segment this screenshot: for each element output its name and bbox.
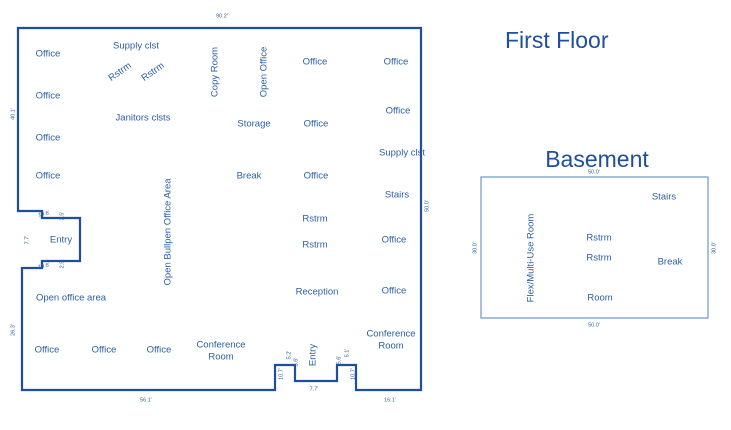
room-office-e3: Office xyxy=(382,235,407,246)
room-office-e2: Office xyxy=(386,106,411,117)
dim-entry-notch-depth: 7.7' xyxy=(24,236,30,245)
room-rstrm-b2: Rstrm xyxy=(586,253,611,264)
room-conference-room-2-line1: Conference xyxy=(366,329,415,340)
room-conference-room-2-line2: Room xyxy=(378,341,403,352)
dim-south-entry-left-small2: 5.6' xyxy=(293,358,299,367)
room-copy-room: Copy Room xyxy=(210,47,221,97)
first-floor-title: First Floor xyxy=(505,27,609,53)
room-conference-room-1-line1: Conference xyxy=(196,340,245,351)
room-flex-multi-use: Flex/Multi-Use Room xyxy=(526,214,537,303)
basement-dim-right-height: 30.0' xyxy=(711,242,717,254)
room-office-c1: Office xyxy=(303,57,328,68)
room-supply-clst-e: Supply clst xyxy=(379,148,425,159)
room-break-mid: Break xyxy=(237,171,262,182)
room-rstrm-nw-2: Rstrm xyxy=(139,60,166,84)
room-open-office: Open Office xyxy=(259,47,270,98)
dim-entry-notch-top: 10.6' xyxy=(38,210,51,218)
room-office-e4: Office xyxy=(382,286,407,297)
room-break-basement: Break xyxy=(658,257,683,268)
room-office-s3: Office xyxy=(147,345,172,356)
room-office-s2: Office xyxy=(92,345,117,356)
room-rstrm-c2: Rstrm xyxy=(302,240,327,251)
dim-entry-notch-small-a: 2.5' xyxy=(59,212,65,221)
room-janitors-clsts: Janitors clsts xyxy=(116,113,171,124)
basement-dim-top-width: 50.0' xyxy=(588,169,600,175)
dim-right-height: 50.0' xyxy=(424,200,430,212)
basement-title: Basement xyxy=(545,146,649,172)
dim-top-width: 90.2' xyxy=(216,13,228,19)
dim-south-entry-left-small: 5.2' xyxy=(286,351,292,360)
room-office-w1: Office xyxy=(36,49,61,60)
room-storage: Storage xyxy=(237,119,270,130)
room-rstrm-nw-1: Rstrm xyxy=(106,60,133,84)
room-office-w2: Office xyxy=(36,91,61,102)
room-open-office-area: Open office area xyxy=(36,293,107,304)
room-stairs-basement: Stairs xyxy=(652,192,677,203)
basement-dim-bottom-width: 50.0' xyxy=(588,322,600,328)
room-rstrm-b1: Rstrm xyxy=(586,233,611,244)
dim-left-upper-height: 40.1' xyxy=(10,108,16,120)
room-reception: Reception xyxy=(296,287,339,298)
room-office-w4: Office xyxy=(36,171,61,182)
dim-left-lower-height: 26.3' xyxy=(10,324,16,336)
room-rstrm-c1: Rstrm xyxy=(302,214,327,225)
room-room-basement: Room xyxy=(587,293,612,304)
room-entry-south: Entry xyxy=(308,344,319,366)
room-entry-west: Entry xyxy=(50,235,72,246)
dim-bottom-left-width: 56.1' xyxy=(140,397,152,403)
room-stairs-first: Stairs xyxy=(385,190,410,201)
dim-south-entry-right-depth: 10.7' xyxy=(350,368,356,380)
dim-south-entry-width: 7.7' xyxy=(310,386,319,392)
basement-dim-left-height: 30.0' xyxy=(472,242,478,254)
basement-outer-wall xyxy=(480,176,709,319)
first-floor-outer-wall xyxy=(16,26,423,392)
dim-south-entry-left-depth: 10.7' xyxy=(278,368,284,380)
room-open-bullpen: Open Bullpen Office Area xyxy=(163,178,174,286)
room-conference-room-1-line2: Room xyxy=(208,352,233,363)
dim-entry-notch-bottom: 10.6' xyxy=(38,262,51,270)
room-office-e1: Office xyxy=(384,57,409,68)
dim-entry-notch-small-b: 2.5' xyxy=(59,260,65,269)
room-office-c2: Office xyxy=(304,119,329,130)
room-office-s1: Office xyxy=(35,345,60,356)
room-office-c3: Office xyxy=(304,171,329,182)
dim-bottom-right-width: 16.1' xyxy=(384,397,396,403)
room-supply-clst-nw: Supply clst xyxy=(113,41,159,52)
dim-south-entry-right-small2: 5.1' xyxy=(344,349,350,358)
dim-south-entry-right-small: 5.6' xyxy=(336,356,342,365)
room-office-w3: Office xyxy=(36,133,61,144)
